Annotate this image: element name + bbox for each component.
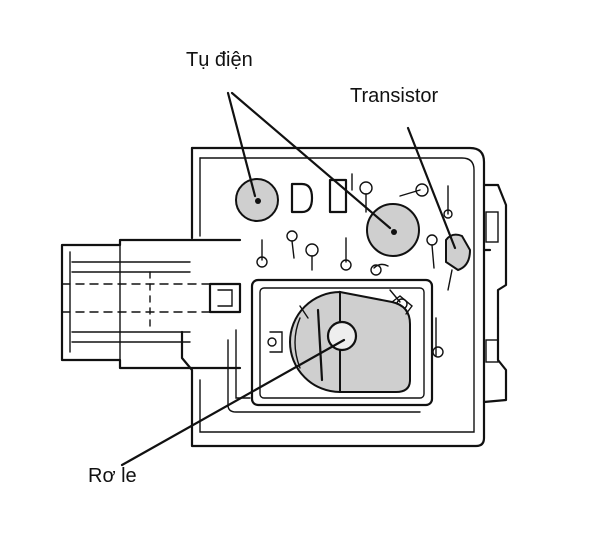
- right-clips: [482, 183, 508, 404]
- relay-center: [326, 320, 358, 352]
- label-capacitor: Tụ điện: [186, 49, 253, 71]
- label-transistor: Transistor: [350, 85, 439, 107]
- pcb-pins: [256, 230, 389, 276]
- top-components: [290, 173, 453, 219]
- leader-capacitor-right: [230, 91, 392, 230]
- housing: [180, 146, 486, 448]
- capacitor-left-pin: [255, 198, 261, 204]
- leader-transistor: [406, 126, 457, 250]
- label-relay: Rơ le: [88, 465, 137, 487]
- connector-plug: [60, 238, 242, 370]
- relay-chamber: [227, 278, 444, 413]
- leader-relay: [120, 338, 346, 467]
- leader-capacitor-left: [226, 91, 257, 198]
- leader-lines: [120, 91, 457, 467]
- transistor: [426, 233, 472, 291]
- capacitor-right-pin: [391, 229, 397, 235]
- relay: [267, 290, 413, 394]
